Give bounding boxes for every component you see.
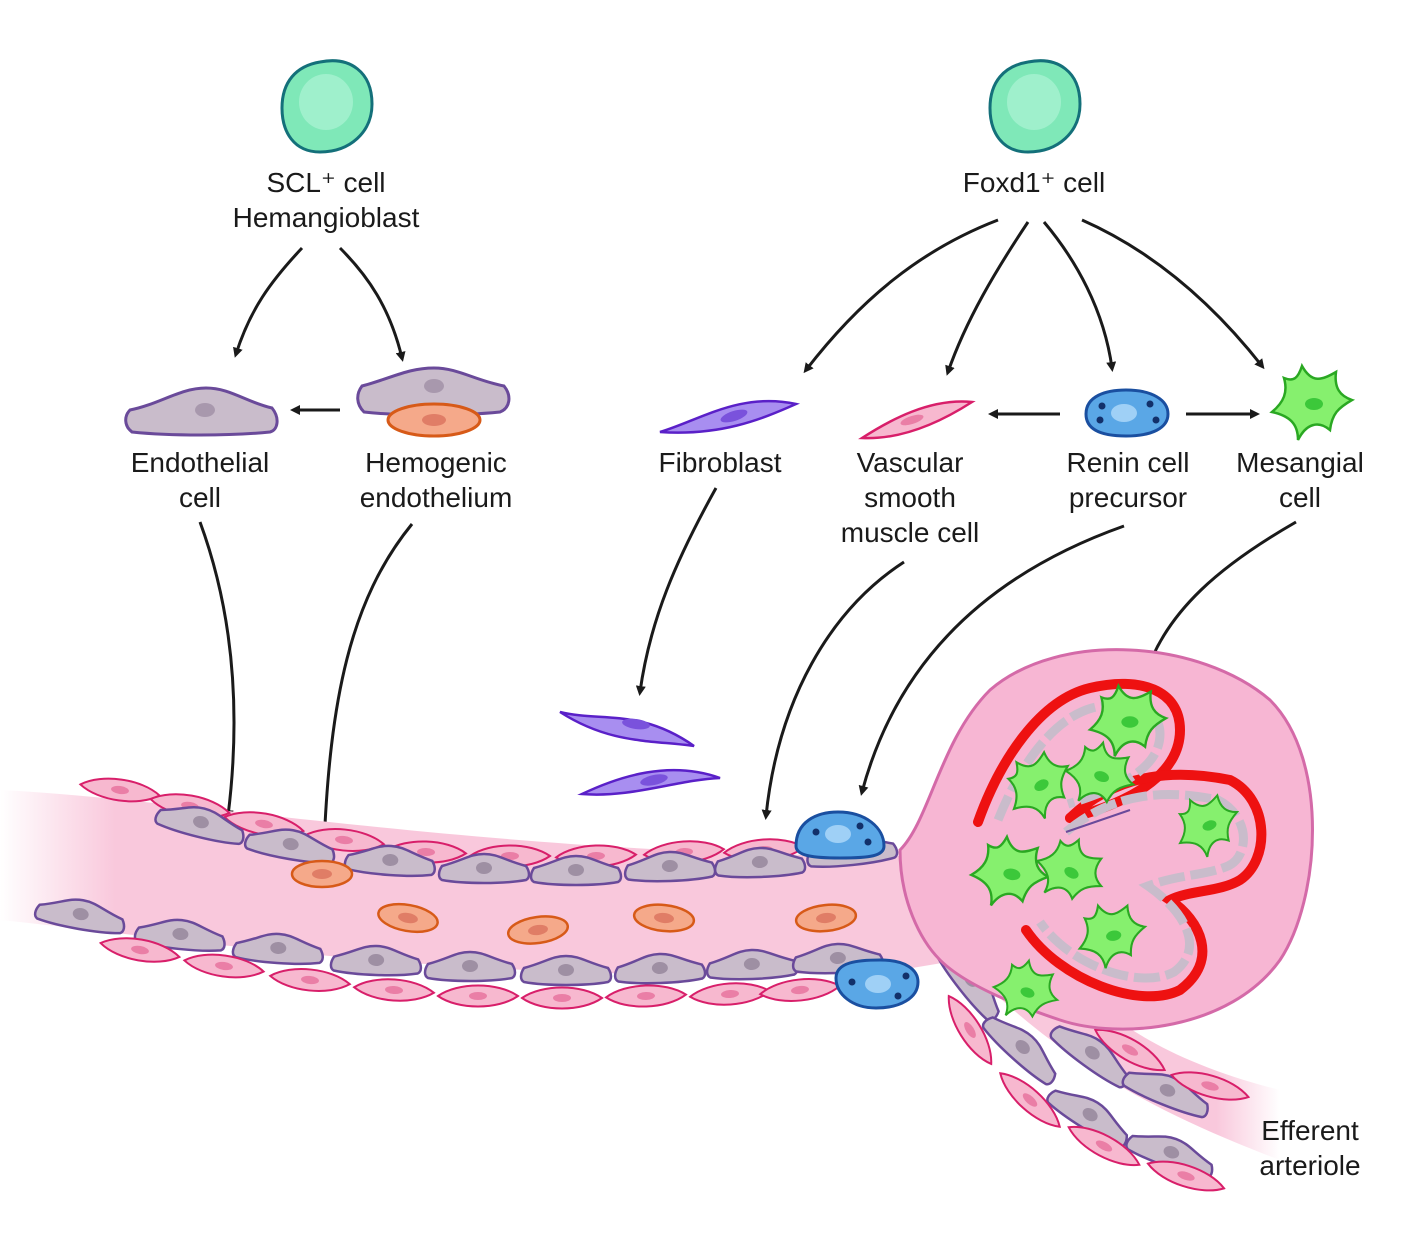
mesangial-cell xyxy=(1270,364,1354,442)
juxtaglomerular-renin-cell xyxy=(834,958,920,1010)
interstitial-fibroblast xyxy=(559,710,695,748)
foxd1-cell-label: Foxd1⁺ cell xyxy=(963,167,1105,198)
hemogenic-label: Hemogenic xyxy=(365,447,507,478)
hemangioblast-label: Hemangioblast xyxy=(233,202,420,233)
arrow-foxd1-to-renin xyxy=(1042,221,1117,372)
capillary-basement-membrane xyxy=(973,678,1186,827)
foxd1-cell xyxy=(988,59,1082,154)
arteriole-label: arteriole xyxy=(1259,1150,1360,1181)
fibroblast-cell xyxy=(659,399,801,434)
efferent-label: Efferent xyxy=(1261,1115,1359,1146)
glomerulus xyxy=(898,648,1314,1032)
interstitial-fibroblast xyxy=(577,768,721,796)
arrow-foxd1-to-fibroblast xyxy=(803,218,999,374)
arrow-scl-to-hemogenic xyxy=(338,246,406,362)
vsmc-label-muscle-cell: muscle cell xyxy=(841,517,979,548)
endothelial-label: Endothelial xyxy=(131,447,270,478)
endothelial-cell xyxy=(124,386,279,437)
endothelium-label: endothelium xyxy=(360,482,513,513)
arrow-vsmc-to-vessel xyxy=(761,560,905,820)
capillary-basement-membrane xyxy=(1021,769,1267,1002)
mesangial-label: Mesangial xyxy=(1236,447,1364,478)
arrow-foxd1-to-mesangial xyxy=(1081,218,1265,370)
juxtaglomerular-renin-cell xyxy=(794,810,886,860)
scl-hemangioblast-cell xyxy=(280,59,374,154)
arrow-renin-to-vessel xyxy=(858,524,1125,796)
afferent-arteriole xyxy=(0,773,960,1010)
arrow-foxd1-to-vsmc xyxy=(945,221,1030,376)
arrow-scl-to-endothelial xyxy=(233,246,304,358)
scl-cell-label: SCL⁺ cell xyxy=(266,167,385,198)
precursor-label: precursor xyxy=(1069,482,1187,513)
vascular-smooth-muscle-cell xyxy=(858,400,976,440)
arrow-hemogenic-to-vessel xyxy=(319,523,414,850)
arrow-endothelial-to-vessel xyxy=(198,521,236,820)
fibroblast-label: Fibroblast xyxy=(659,447,782,478)
vsmc-label-vascular: Vascular xyxy=(857,447,964,478)
vsmc-label-smooth: smooth xyxy=(864,482,956,513)
mesangial-cell-label: cell xyxy=(1279,482,1321,513)
renin-cell-precursor xyxy=(1084,388,1170,438)
arrow-fibroblast-to-interstitium xyxy=(635,487,718,696)
bowman-capsule xyxy=(898,648,1314,1031)
renin-label: Renin cell xyxy=(1067,447,1190,478)
hemogenic-endothelium-cell xyxy=(356,366,511,438)
endothelial-cell-label: cell xyxy=(179,482,221,513)
glomerular-endothelium xyxy=(1036,790,1248,983)
